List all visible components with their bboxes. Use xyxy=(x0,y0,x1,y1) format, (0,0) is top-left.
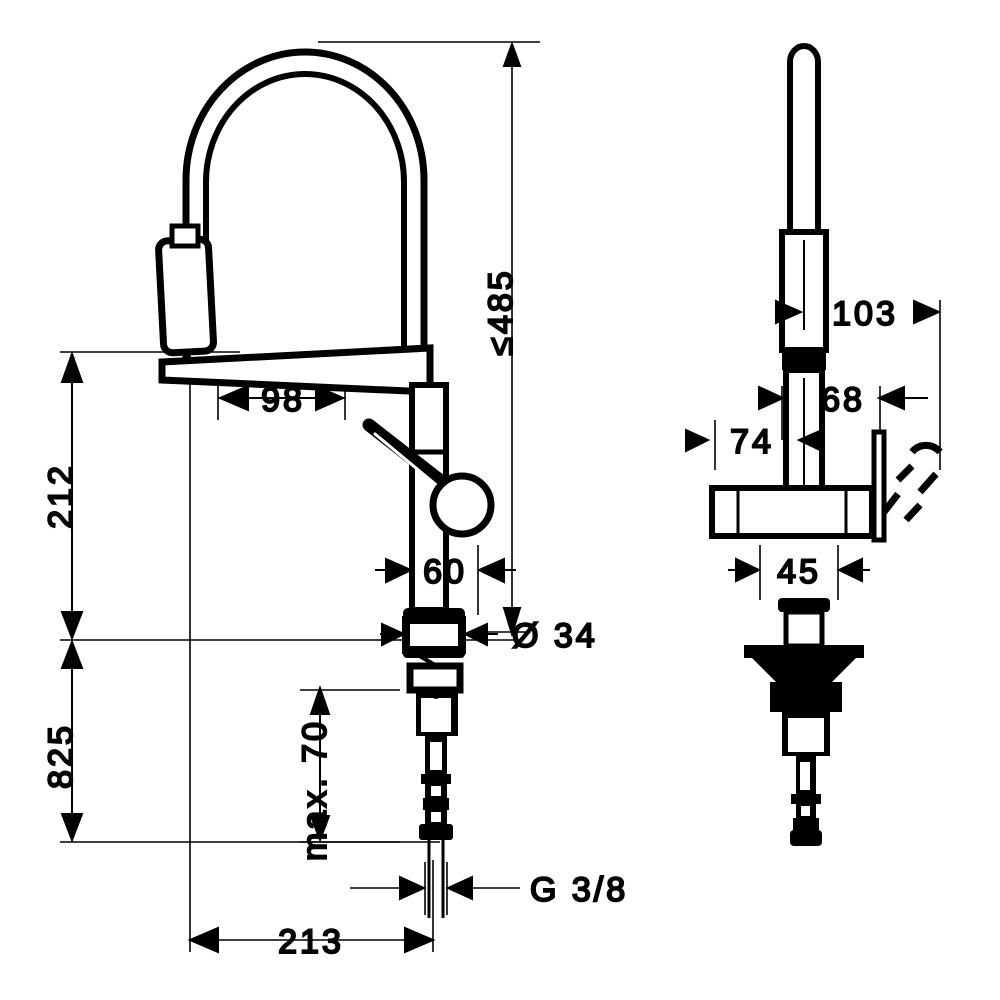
dim-upper-height: 212 xyxy=(41,351,84,641)
dim-front-left-offset: 74 xyxy=(685,422,825,462)
front-collar xyxy=(782,350,826,370)
dim-thread-size-label: G 3/8 xyxy=(530,871,628,909)
dim-upper-height-label: 212 xyxy=(42,463,80,529)
spray-wand xyxy=(787,43,821,238)
side-view-faucet xyxy=(155,48,495,918)
dim-front-spout-offset: 103 xyxy=(775,294,942,334)
dim-total-depth: 213 xyxy=(187,922,436,962)
front-mounting-stud xyxy=(790,756,822,846)
dim-max-height: ≤485 xyxy=(481,41,522,638)
dim-front-left-offset-label: 74 xyxy=(730,423,774,461)
dim-body-width: 60 xyxy=(375,552,516,592)
front-escutcheon xyxy=(744,598,864,682)
lever-handle[interactable] xyxy=(362,418,495,538)
base-escutcheon xyxy=(402,608,466,658)
front-lever-bar[interactable] xyxy=(709,485,875,539)
dim-front-body-width-label: 45 xyxy=(777,553,821,591)
dim-body-width-label: 60 xyxy=(423,553,467,591)
spray-head xyxy=(155,235,217,357)
dim-max-height-label: ≤485 xyxy=(482,268,520,355)
dim-front-body-width: 45 xyxy=(728,552,870,592)
mounting-stud xyxy=(419,736,453,840)
lever-swing-indicator xyxy=(881,441,943,523)
dim-thread-size: G 3/8 xyxy=(399,870,628,910)
dim-front-spout-offset-label: 103 xyxy=(832,295,898,333)
dim-lower-height-label: 825 xyxy=(42,723,80,789)
shank-body xyxy=(406,662,464,736)
dim-front-lever-offset-label: 68 xyxy=(821,381,865,419)
dim-spout-reach: 98 xyxy=(217,380,346,420)
dim-max-deck-thickness-label: max. 70 xyxy=(296,719,334,861)
spray-head-nozzle xyxy=(169,223,201,249)
dim-base-diameter-label: Ø 34 xyxy=(512,617,598,655)
dim-base-diameter: Ø 34 xyxy=(380,616,598,656)
hose-outer-path xyxy=(182,48,428,370)
front-shank-body xyxy=(770,682,842,756)
front-view-faucet xyxy=(709,43,943,846)
lever-pivot-ball[interactable] xyxy=(429,472,495,538)
dim-lower-height: 825 xyxy=(41,639,84,843)
front-lever-upright[interactable] xyxy=(871,429,887,543)
supply-hoses xyxy=(427,840,445,918)
dim-front-lever-offset: 68 xyxy=(758,380,928,420)
dim-total-depth-label: 213 xyxy=(278,923,344,961)
dimension-annotations: ≤485 98 212 825 xyxy=(41,41,942,962)
dim-max-deck-thickness: max. 70 xyxy=(295,684,335,862)
dim-spout-reach-label: 98 xyxy=(261,381,305,419)
hose-inner-path xyxy=(203,71,407,368)
